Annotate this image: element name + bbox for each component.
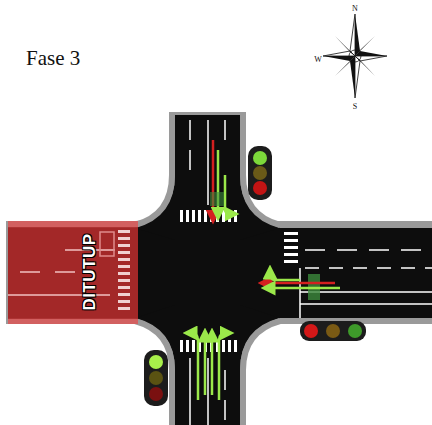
compass-letter: N	[352, 4, 358, 13]
diagram-title: Fase 3	[26, 46, 80, 71]
closed-road-label: DITUTUP	[80, 233, 100, 310]
compass-letter: S	[353, 102, 357, 111]
compass-letter: W	[314, 55, 322, 64]
